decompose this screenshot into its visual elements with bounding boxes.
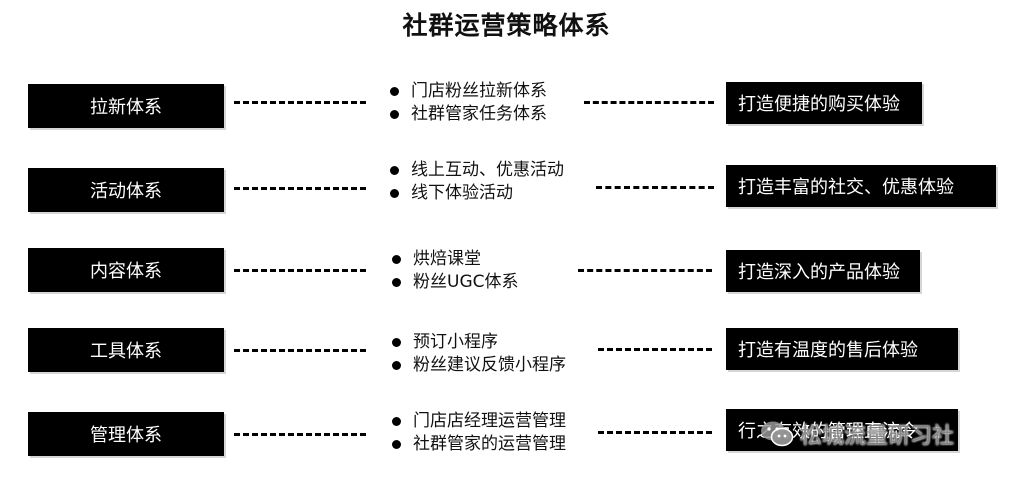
item-list: 线上互动、优惠活动 线下体验活动 [390, 159, 564, 205]
goal-label: 打造深入的产品体验 [738, 262, 900, 283]
system-label: 管理体系 [90, 425, 162, 446]
system-label: 活动体系 [90, 181, 162, 202]
system-box-acquisition: 拉新体系 [28, 84, 224, 128]
bullet-dot-icon [392, 417, 401, 426]
system-box-tools: 工具体系 [28, 328, 224, 372]
diagram-title: 社群运营策略体系 [402, 11, 611, 40]
connector-left [234, 101, 366, 104]
list-item: 门店粉丝拉新体系 [390, 80, 547, 103]
item-list: 烘焙课堂 粉丝UGC体系 [392, 248, 519, 294]
list-item: 粉丝UGC体系 [392, 271, 519, 294]
system-box-management: 管理体系 [28, 412, 224, 456]
item-list: 预订小程序 粉丝建议反馈小程序 [392, 331, 566, 377]
connector-left [234, 187, 366, 190]
connector-right [578, 269, 712, 272]
list-item: 线上互动、优惠活动 [390, 159, 564, 182]
list-item: 社群管家任务体系 [390, 103, 547, 126]
bullet-dot-icon [390, 189, 399, 198]
bullet-dot-icon [392, 338, 401, 347]
goal-label: 打造丰富的社交、优惠体验 [738, 177, 954, 198]
list-item: 门店店经理运营管理 [392, 410, 566, 433]
bullet-dot-icon [390, 110, 399, 119]
bullet-dot-icon [392, 440, 401, 449]
item-list: 门店店经理运营管理 社群管家的运营管理 [392, 410, 566, 456]
system-label: 拉新体系 [90, 97, 162, 118]
connector-left [234, 349, 366, 352]
bullet-dot-icon [392, 278, 401, 287]
connector-right [584, 101, 714, 104]
goal-label: 打造便捷的购买体验 [738, 94, 900, 115]
goal-box: 打造丰富的社交、优惠体验 [726, 165, 996, 207]
list-item: 粉丝建议反馈小程序 [392, 354, 566, 377]
connector-left [234, 269, 366, 272]
bullet-dot-icon [392, 255, 401, 264]
bullet-dot-icon [390, 87, 399, 96]
system-box-activity: 活动体系 [28, 168, 224, 212]
watermark-text: 松城流量研习社 [800, 424, 955, 449]
bullet-dot-icon [390, 166, 399, 175]
list-item: 预订小程序 [392, 331, 566, 354]
connector-left [234, 433, 366, 436]
system-box-content: 内容体系 [28, 248, 224, 292]
connector-right [596, 186, 714, 189]
list-item: 烘焙课堂 [392, 248, 519, 271]
system-label: 内容体系 [90, 261, 162, 282]
item-list: 门店粉丝拉新体系 社群管家任务体系 [390, 80, 547, 126]
goal-box: 打造深入的产品体验 [726, 250, 920, 292]
system-label: 工具体系 [90, 341, 162, 362]
goal-box: 打造有温度的售后体验 [726, 328, 958, 370]
watermark: 松城流量研习社 [760, 418, 954, 450]
bullet-dot-icon [392, 361, 401, 370]
connector-right [598, 348, 712, 351]
list-item: 社群管家的运营管理 [392, 433, 566, 456]
goal-label: 打造有温度的售后体验 [738, 340, 918, 361]
list-item: 线下体验活动 [390, 182, 564, 205]
goal-box: 打造便捷的购买体验 [726, 82, 922, 124]
connector-right [598, 431, 712, 434]
wechat-icon [761, 421, 794, 447]
